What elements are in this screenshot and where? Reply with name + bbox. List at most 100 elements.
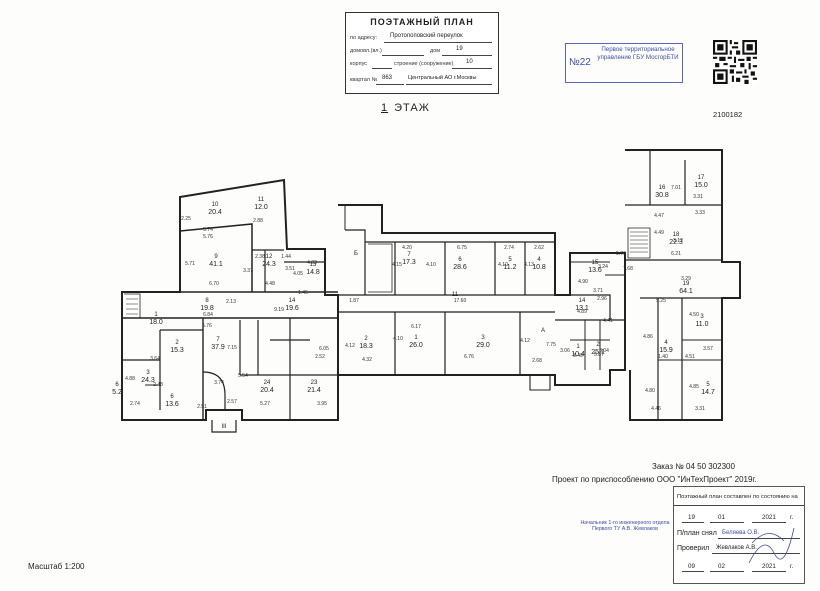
room-area: 18.3 xyxy=(359,343,373,350)
room-area: 15.9 xyxy=(659,347,673,354)
floor-label: ЭТАЖ xyxy=(394,102,430,114)
dimension-label: 6.17 xyxy=(411,324,421,330)
room-area: 24.3 xyxy=(262,261,276,268)
room-area: 20.4 xyxy=(208,209,222,216)
room-area: 17.3 xyxy=(402,259,416,266)
plan-name: Беляева О.В. xyxy=(722,530,760,536)
date2-day: 09 xyxy=(688,563,695,570)
plan-header: ПОЭТАЖНЫЙ ПЛАН по адресу: Протопоповский… xyxy=(345,12,499,94)
dimension-label: 3.31 xyxy=(695,406,705,412)
stair-label: А xyxy=(541,328,545,334)
dimension-label: 9.25 xyxy=(656,298,666,304)
room-number: 1 xyxy=(414,335,418,341)
stroenie-value: 10 xyxy=(466,59,473,65)
house-label: домовл.(вл.) xyxy=(350,48,382,54)
dimension-label: 3.31 xyxy=(693,194,703,200)
date1-year-suffix: г. xyxy=(790,514,794,521)
dimension-label: 3.71 xyxy=(593,288,603,294)
dimension-label: 3.51 xyxy=(285,266,295,272)
dimension-label: 4.09 xyxy=(307,260,317,266)
dimension-label: 1.40 xyxy=(658,354,668,360)
dimension-label: 6.70 xyxy=(209,281,219,287)
address-label: по адресу: xyxy=(350,35,377,41)
plan-title: ПОЭТАЖНЫЙ ПЛАН xyxy=(370,17,474,27)
korpus-label: корпус xyxy=(350,61,368,67)
dimension-label: 4.48 xyxy=(265,281,275,287)
district-value: Центральный АО г.Москвы xyxy=(408,75,477,81)
dimension-label: 6.05 xyxy=(319,346,329,352)
signoff-header: Поэтажный план составлен по состоянию на xyxy=(677,494,798,500)
room-area: 37.9 xyxy=(211,344,225,351)
dimension-label: 2.88 xyxy=(253,218,263,224)
dimension-label: 2.52 xyxy=(315,354,325,360)
room-area: 10.8 xyxy=(532,264,546,271)
room-number: 8 xyxy=(205,298,209,304)
dimension-label: 4.05 xyxy=(293,271,303,277)
room-number: 1 xyxy=(154,312,158,318)
floor-title: 1 ЭТАЖ xyxy=(381,102,430,114)
dimension-label: 7.68 xyxy=(623,266,633,272)
dimension-label: 4.50 xyxy=(689,312,699,318)
room-number: 23 xyxy=(311,380,318,386)
dimension-label: 4.12 xyxy=(520,338,530,344)
room-number: 4 xyxy=(664,340,668,346)
dimension-label: 5.54 xyxy=(238,373,248,379)
stair-label: III xyxy=(221,424,226,430)
room-number: 4 xyxy=(537,257,541,263)
check-name: Жевлаков А.В. xyxy=(716,545,757,551)
dimension-label: 3.24 xyxy=(598,264,608,270)
room-area: 41.1 xyxy=(209,261,223,268)
dimension-label: 7.01 xyxy=(671,185,681,191)
dimension-label: 9.19 xyxy=(274,307,284,313)
room-number: 6 xyxy=(458,257,462,263)
dimension-label: 4.12 xyxy=(345,343,355,349)
dimension-label: 2.68 xyxy=(532,358,542,364)
dimension-label: 6.76 xyxy=(464,354,474,360)
room-number: 7 xyxy=(216,337,220,343)
dimension-label: 6.21 xyxy=(671,251,681,257)
dimension-label: 3.74 xyxy=(214,380,224,386)
stair-label: Б xyxy=(354,251,358,257)
stamp-text: Первое территориальное управление ГБУ Мо… xyxy=(597,46,679,61)
room-number: 12 xyxy=(266,254,273,260)
room-area: 25.1 xyxy=(591,349,605,356)
room-area: 19.6 xyxy=(285,305,299,312)
dimension-label: 2.57 xyxy=(227,399,237,405)
dimension-label: 7.75 xyxy=(546,342,556,348)
date2-year: 2021 xyxy=(762,563,776,570)
scale-label: Масштаб 1:200 xyxy=(28,562,85,571)
room-area: 29.0 xyxy=(476,342,490,349)
qr-code-icon xyxy=(713,40,757,84)
room-number: 5 xyxy=(508,257,512,263)
room-number: 9 xyxy=(214,254,218,260)
dimension-label: 5.71 xyxy=(185,261,195,267)
room-area: 11.2 xyxy=(503,264,516,271)
dimension-label: 5.74 xyxy=(203,227,213,233)
room-area: 26.0 xyxy=(409,342,423,349)
room-number: 6 xyxy=(170,394,174,400)
room-number: 10 xyxy=(212,202,219,208)
room-number: 2 xyxy=(364,336,368,342)
dimension-label: 2.74 xyxy=(504,245,514,251)
dimension-label: 2.38 xyxy=(255,254,265,260)
room-number: 2 xyxy=(175,340,179,346)
dimension-label: 3.33 xyxy=(695,210,705,216)
room-area: 12.0 xyxy=(254,204,268,211)
dimension-label: 4.32 xyxy=(362,357,372,363)
dimension-label: 4.90 xyxy=(578,279,588,285)
dimension-label: 3.12 xyxy=(673,238,683,244)
dimension-label: 4.85 xyxy=(689,384,699,390)
room-area: 21.4 xyxy=(307,387,321,394)
signoff-table: Поэтажный план составлен по состоянию на… xyxy=(673,486,805,584)
dimension-label: 2.25 xyxy=(181,216,191,222)
room-area: 15.0 xyxy=(694,182,708,189)
room-area: 28.6 xyxy=(453,264,467,271)
room-number: 16 xyxy=(659,185,666,191)
dimension-label: 3.64 xyxy=(150,356,160,362)
room-number: 14 xyxy=(579,298,586,304)
check-label: Проверил xyxy=(677,545,710,552)
floor-number: 1 xyxy=(381,102,389,114)
dimension-label: 6.84 xyxy=(203,312,213,318)
dimension-label: 4.47 xyxy=(654,213,664,219)
